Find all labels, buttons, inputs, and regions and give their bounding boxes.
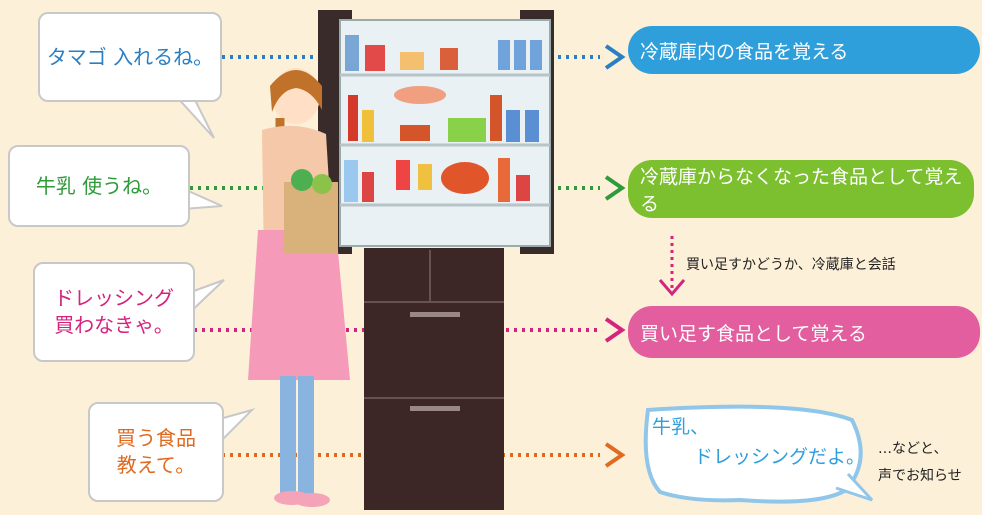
refrigerator — [318, 10, 554, 510]
reply-line-2: ドレッシングだよ。 — [694, 446, 866, 469]
action-remember-purchase: 買い足す食品として覚える — [628, 306, 980, 358]
speech-dressing-text: ドレッシング 買わなきゃ。 — [54, 286, 174, 337]
arrow-pink-icon — [604, 317, 626, 343]
action-remember-contents-text: 冷蔵庫内の食品を覚える — [640, 40, 849, 63]
reply-line-1: 牛乳、 — [652, 416, 710, 438]
action-remember-purchase-text: 買い足す食品として覚える — [640, 322, 867, 345]
conversation-note: 買い足すかどうか、冷蔵庫と会話 — [686, 257, 896, 273]
down-arrow-icon — [658, 279, 686, 297]
arrow-orange-icon — [604, 442, 626, 468]
woman-figure — [248, 68, 350, 507]
speech-bubble-milk: 牛乳 使うね。 — [8, 145, 190, 227]
voice-notice-line-1: …などと、 — [878, 441, 948, 457]
speech-milk-text: 牛乳 使うね。 — [35, 173, 163, 198]
speech-bubble-dressing: ドレッシング 買わなきゃ。 — [33, 262, 195, 362]
speech-shopping-text: 買う食品 教えて。 — [116, 426, 196, 477]
cloud-bubble — [643, 404, 863, 504]
arrow-blue-icon — [604, 44, 626, 70]
cloud-tail — [835, 472, 874, 502]
speech-bubble-shopping: 買う食品 教えて。 — [88, 402, 224, 502]
action-remember-removed: 冷蔵庫からなくなった食品として覚える — [628, 160, 974, 218]
action-remember-removed-text: 冷蔵庫からなくなった食品として覚える — [640, 166, 963, 215]
voice-notice-line-2: 声でお知らせ — [878, 467, 962, 484]
speech-bubble-eggs: タマゴ 入れるね。 — [38, 12, 222, 102]
voice-notice-caption: …などと、 声でお知らせ — [878, 436, 962, 489]
action-remember-contents: 冷蔵庫内の食品を覚える — [628, 26, 980, 74]
reply-text: 牛乳、 ドレッシングだよ。 — [652, 412, 865, 473]
arrow-green-icon — [604, 175, 626, 201]
speech-eggs-text: タマゴ 入れるね。 — [46, 44, 214, 69]
